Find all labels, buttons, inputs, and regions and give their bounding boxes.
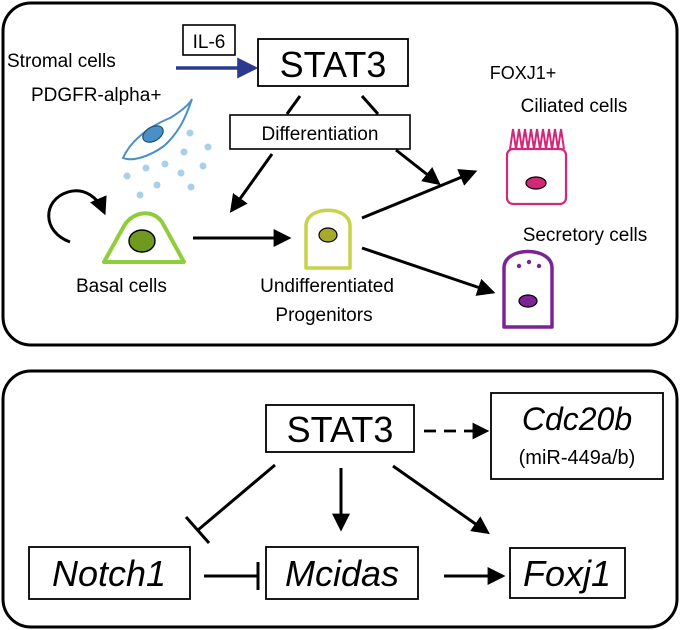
stromal-cell (121, 98, 193, 161)
foxj1-label: Foxj1 (523, 553, 611, 594)
diff-to-basal-arrow (229, 153, 274, 213)
progenitor-label-line2: Progenitors (275, 305, 372, 326)
ciliated-cell (505, 128, 568, 206)
cdc20b-label: Cdc20b (522, 401, 632, 437)
ciliated-label-line1: FOXJ1+ (490, 63, 557, 83)
stat3-label-top: STAT3 (280, 44, 387, 85)
secretory-label: Secretory cells (523, 225, 648, 246)
stat3-to-diff-left (285, 95, 302, 115)
progenitor-to-secretory-arrow (361, 246, 496, 296)
bottom-panel-frame (1, 369, 679, 629)
notch1-box (28, 546, 191, 600)
il6-box (182, 24, 236, 56)
stat3-to-diff-right (360, 95, 380, 115)
stat3-label-bottom: STAT3 (287, 409, 394, 450)
top-panel-frame (1, 1, 679, 347)
stat3-to-foxj1-arrow (392, 464, 490, 535)
progenitor-to-ciliated-arrow (361, 169, 478, 220)
stat3-inhibits-notch1-bar (184, 516, 211, 544)
stromal-label-line1: Stromal cells (7, 51, 116, 72)
basal-label: Basal cells (76, 276, 167, 297)
secretory-cell (502, 249, 554, 329)
mcidas-label: Mcidas (285, 553, 399, 594)
stromal-label-line2: PDGFR-alpha+ (31, 85, 161, 106)
mir-label: (miR-449a/b) (519, 447, 636, 469)
notch1-label: Notch1 (52, 553, 166, 594)
basal-cell (102, 211, 186, 264)
basal-self-renewal-arrow (47, 189, 107, 244)
ciliated-label-line2: Ciliated cells (521, 96, 628, 117)
il6-label: IL-6 (193, 32, 226, 53)
stat3-box-top (257, 38, 409, 87)
diff-to-ciliated-arrow (395, 148, 441, 186)
foxj1-box (509, 547, 626, 599)
stat3-inhibits-notch1 (197, 463, 276, 532)
progenitor-label-line1: Undifferentiated (260, 276, 394, 297)
differentiation-label: Differentiation (262, 124, 379, 145)
differentiation-box (229, 114, 411, 150)
stromal-secreted-dots (123, 129, 212, 199)
cdc20b-box (490, 392, 664, 480)
progenitor-cell (304, 208, 352, 270)
stat3-box-bottom (265, 404, 415, 453)
mcidas-box (265, 546, 419, 600)
